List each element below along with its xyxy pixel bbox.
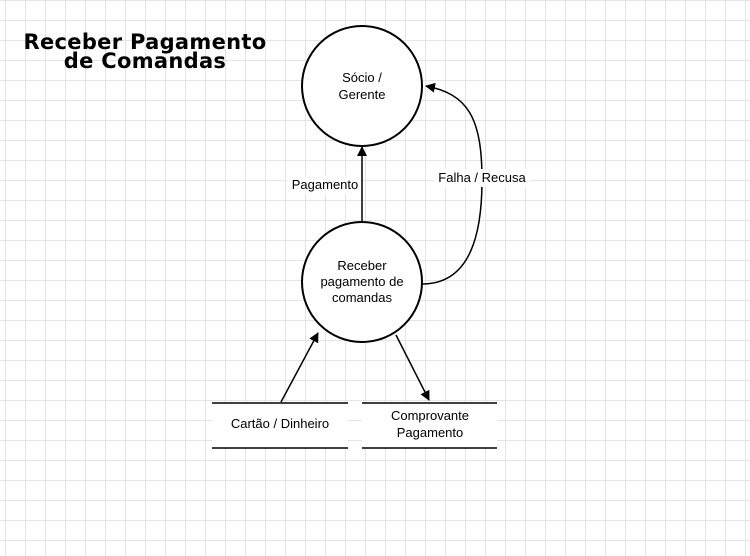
node-socio-gerente[interactable]: Sócio / Gerente [301, 25, 423, 147]
node-cartao-dinheiro[interactable]: Cartão / Dinheiro [212, 402, 348, 449]
edge-pagamento-label: Pagamento [292, 177, 359, 192]
socio-gerente-label-line-1: Sócio / [342, 70, 382, 85]
edge-pagamento[interactable]: Pagamento [287, 146, 367, 222]
cartao-dinheiro-label: Cartão / Dinheiro [231, 416, 329, 431]
title-line-2: de Comandas [64, 49, 226, 73]
title-line-1: Receber Pagamento [24, 30, 267, 54]
comprovante-label-line-1: Comprovante [391, 408, 469, 423]
receber-pagamento-label-line-3: comandas [332, 290, 392, 305]
edge-receber-to-comprovante[interactable] [395, 334, 430, 401]
diagram-title: Receber Pagamento de Comandas [24, 30, 267, 73]
socio-gerente-label-line-2: Gerente [339, 87, 386, 102]
edge-cartao-to-receber[interactable] [280, 332, 319, 403]
comprovante-label-line-2: Pagamento [397, 425, 464, 440]
edge-falha-recusa-label: Falha / Recusa [438, 170, 526, 185]
edge-falha-recusa[interactable]: Falha / Recusa [421, 82, 530, 285]
node-comprovante-pagamento[interactable]: Comprovante Pagamento [362, 402, 497, 449]
receber-pagamento-label-line-1: Receber [337, 258, 387, 273]
receber-pagamento-label-line-2: pagamento de [320, 274, 403, 289]
node-receber-pagamento[interactable]: Receber pagamento de comandas [301, 221, 423, 343]
